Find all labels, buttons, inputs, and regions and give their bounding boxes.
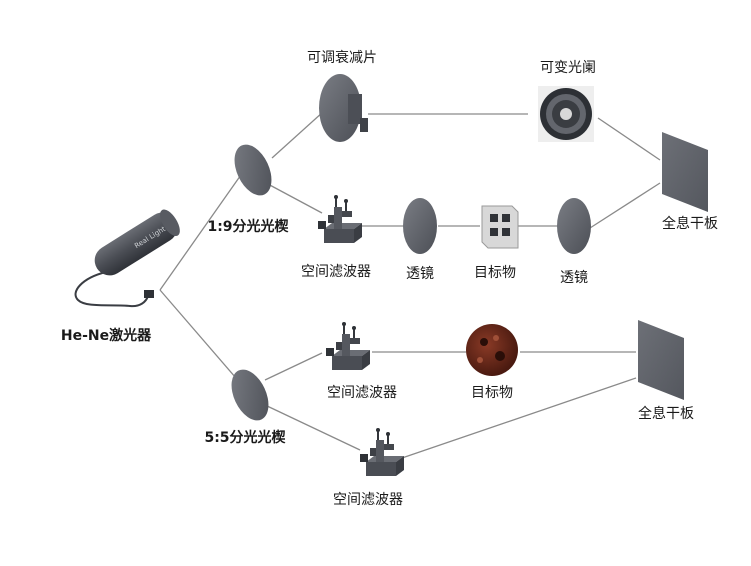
iris-label: 可变光阑: [540, 60, 596, 76]
spatial-filter-bottom-label: 空间滤波器: [333, 492, 403, 508]
beam-to-spatial-filter-bottom: [264, 404, 361, 451]
splitter-1-9-label: 1:9分光光楔: [207, 219, 289, 235]
target-object-top: [481, 205, 519, 249]
holographic-plate-top: [662, 132, 708, 212]
beam-to-attenuator: [271, 111, 324, 159]
beam-paths: [159, 111, 661, 459]
beam-lens-to-plate: [589, 182, 661, 229]
laser-cable: [74, 271, 149, 308]
beam-laser-to-splitter-bottom: [159, 289, 243, 386]
beam-filter-to-plate: [401, 377, 637, 459]
beam-to-spatial-filter-mid: [264, 352, 323, 381]
laser-connector: [144, 290, 154, 298]
target-object-bottom: [466, 324, 518, 376]
beam-to-spatial-filter: [265, 182, 323, 214]
he-ne-laser: Real Light: [74, 209, 180, 308]
lens-2-label: 透镜: [560, 270, 588, 286]
laser-tube: Real Light: [94, 209, 180, 276]
splitter-5-5-label: 5:5分光光楔: [204, 430, 286, 446]
spatial-filter-top-label: 空间滤波器: [301, 264, 371, 280]
beam-laser-to-splitter-top: [159, 171, 244, 291]
spatial-filter-top: [317, 194, 363, 244]
plate-top-label: 全息干板: [662, 216, 718, 232]
attenuator-label: 可调衰减片: [307, 50, 377, 66]
lens-1-label: 透镜: [406, 266, 434, 282]
object-bottom-label: 目标物: [471, 385, 513, 401]
beam-iris-to-plate: [597, 117, 661, 161]
lens-2: [557, 198, 591, 254]
beam-splitter-1-9: [234, 144, 272, 196]
spatial-filter-bottom: [359, 427, 405, 477]
spatial-filter-mid-label: 空间滤波器: [327, 385, 397, 401]
lens-1: [403, 198, 437, 254]
variable-attenuator: [319, 74, 368, 142]
laser-label: He-Ne激光器: [60, 328, 152, 344]
plate-bottom-label: 全息干板: [638, 406, 694, 422]
beam-splitter-5-5: [231, 369, 269, 421]
object-top-label: 目标物: [474, 265, 516, 281]
holographic-plate-bottom: [638, 320, 684, 400]
variable-iris: [538, 86, 594, 142]
spatial-filter-mid: [325, 321, 371, 371]
